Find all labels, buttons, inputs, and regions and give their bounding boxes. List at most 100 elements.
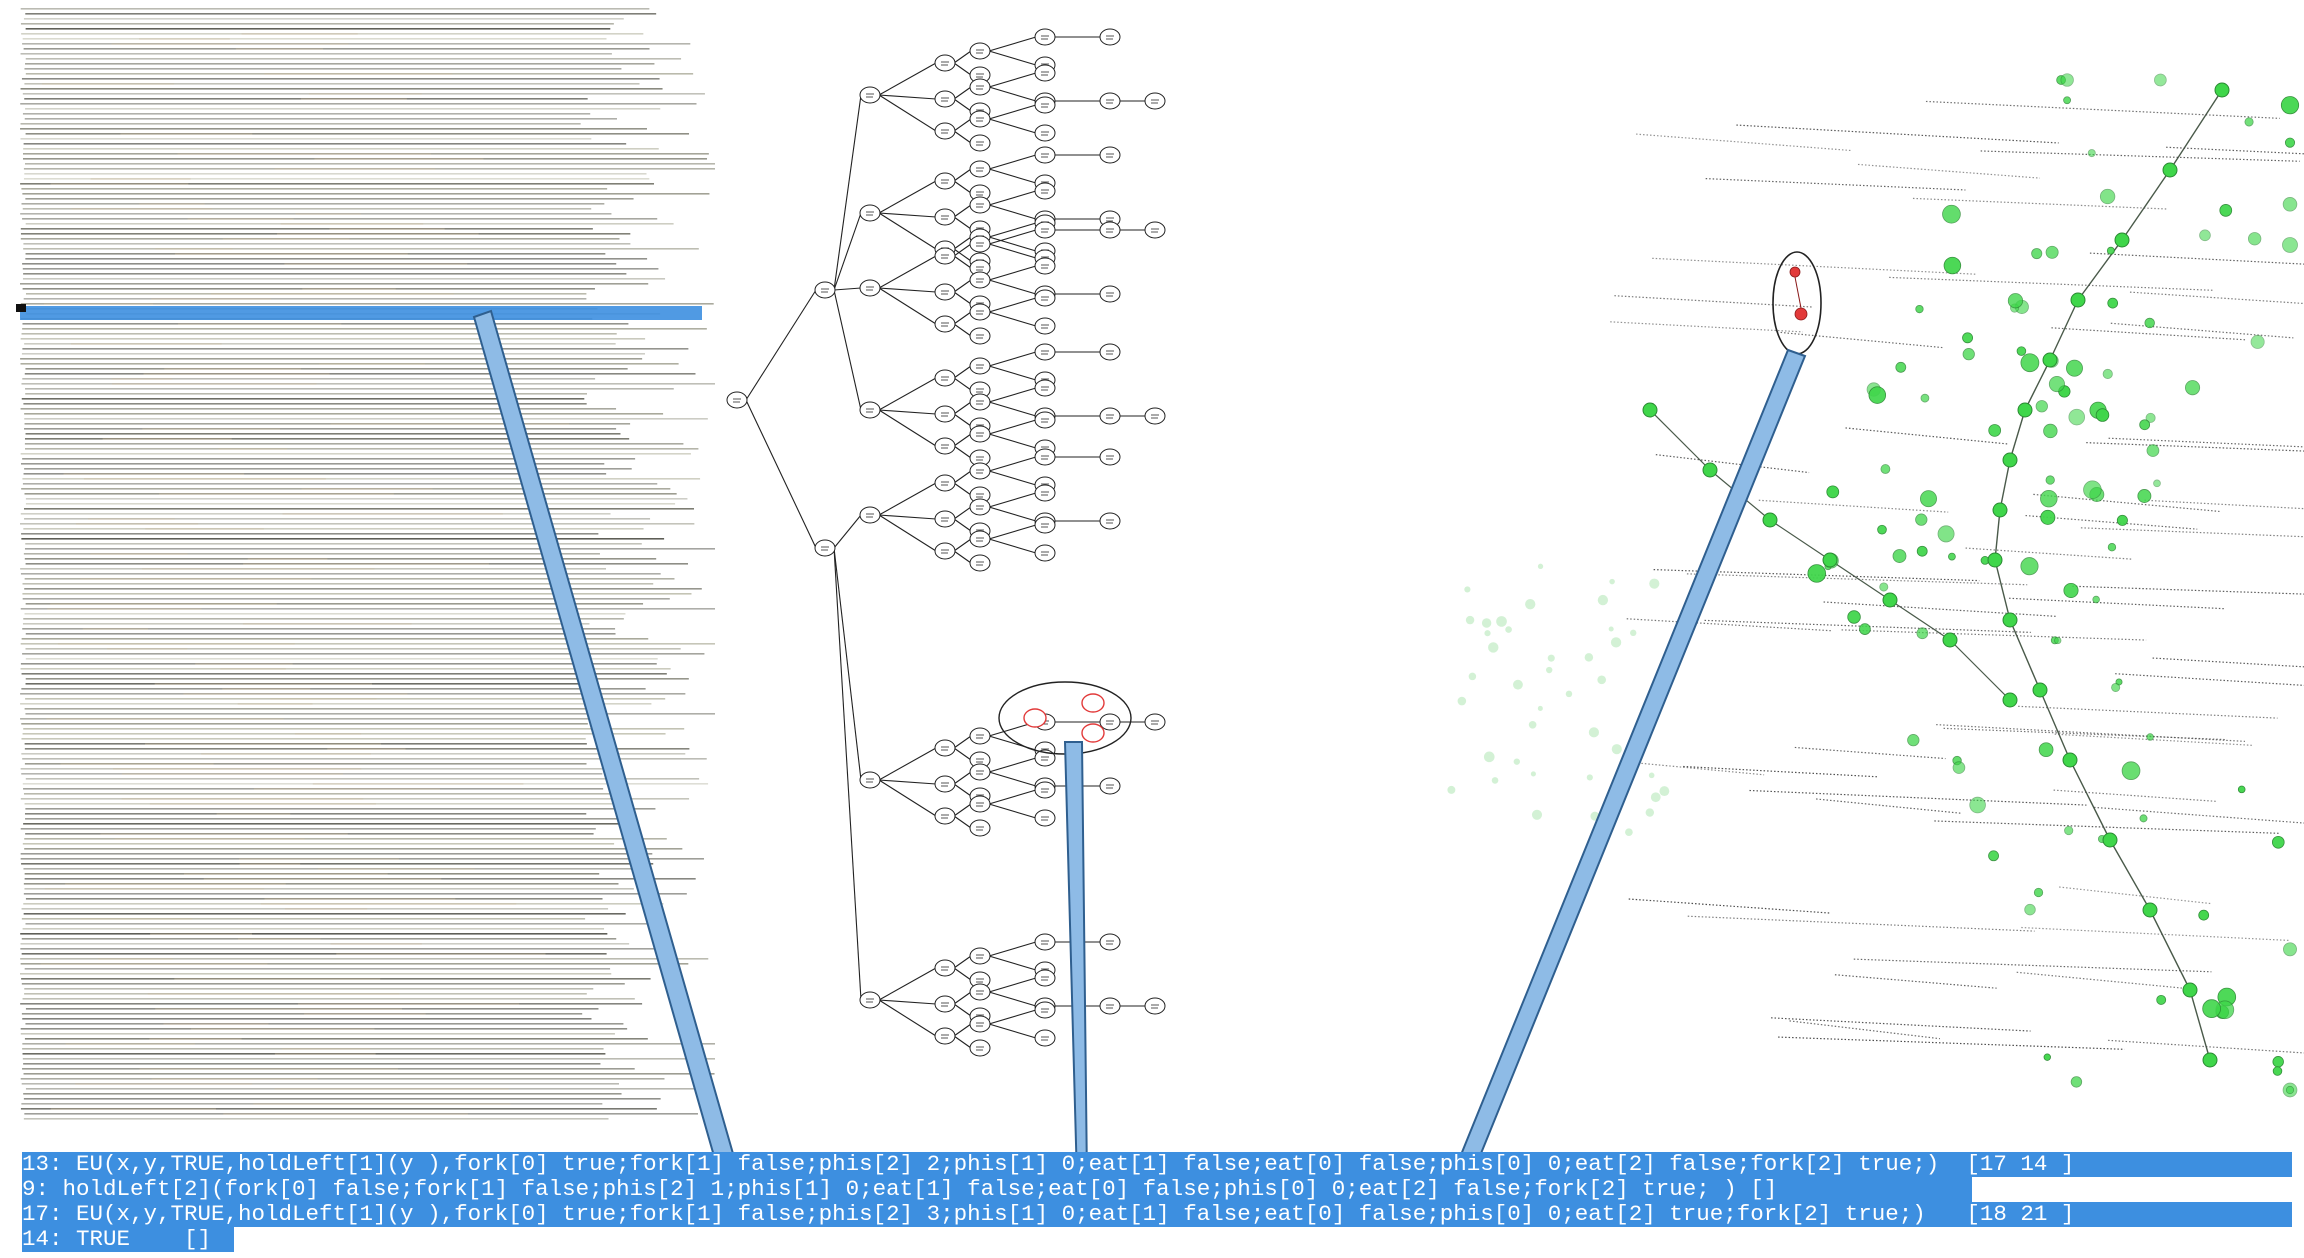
graph-node bbox=[2284, 137, 2296, 148]
tree-edge bbox=[953, 967, 972, 981]
text-line bbox=[22, 348, 689, 350]
selected-row-highlight bbox=[20, 306, 702, 320]
graph-node-faded bbox=[1650, 792, 1661, 803]
node-label bbox=[2072, 585, 2304, 595]
text-line bbox=[203, 878, 442, 880]
node-label bbox=[1980, 150, 2300, 162]
node-label bbox=[1934, 820, 2281, 834]
node-label bbox=[1778, 1036, 2125, 1050]
node-label bbox=[2166, 146, 2304, 155]
text-line bbox=[20, 8, 650, 10]
text-line bbox=[300, 98, 407, 100]
graph-node bbox=[2102, 832, 2118, 848]
tree-edge bbox=[953, 236, 972, 250]
node-label bbox=[1655, 454, 1810, 474]
text-line bbox=[20, 183, 655, 185]
text-line bbox=[139, 1068, 398, 1070]
text-line bbox=[158, 493, 394, 495]
tree-node bbox=[1034, 411, 1056, 429]
text-line bbox=[23, 1063, 601, 1065]
graph-node bbox=[2153, 479, 2161, 488]
tree-edge bbox=[953, 815, 972, 829]
graph-node bbox=[1879, 582, 1889, 592]
text-line bbox=[247, 558, 328, 560]
text-line bbox=[183, 693, 408, 695]
text-line bbox=[174, 978, 381, 980]
text-line bbox=[20, 973, 612, 975]
graph-node bbox=[2282, 237, 2298, 253]
tree-node bbox=[1034, 64, 1056, 82]
node-label bbox=[1794, 746, 1946, 760]
tree-edge bbox=[953, 445, 972, 459]
tree-graph bbox=[726, 28, 1166, 1057]
tree-node bbox=[1034, 28, 1056, 46]
text-line bbox=[20, 668, 671, 670]
tree-node bbox=[1034, 448, 1056, 466]
tree-edge bbox=[988, 204, 1037, 220]
graph-node bbox=[1943, 256, 1962, 275]
graph-node-faded bbox=[1546, 666, 1553, 674]
graph-node-faded bbox=[1513, 679, 1523, 690]
tree-edge bbox=[988, 492, 1037, 508]
text-line bbox=[21, 638, 649, 640]
text-line bbox=[21, 1013, 583, 1015]
text-line bbox=[308, 93, 422, 95]
tree-edge bbox=[953, 279, 972, 293]
node-label bbox=[1687, 915, 2035, 932]
tree-node bbox=[969, 947, 991, 965]
tree-node bbox=[934, 474, 956, 492]
graph-node-faded bbox=[1483, 751, 1495, 763]
text-line bbox=[82, 628, 149, 630]
text-line bbox=[20, 943, 630, 945]
graph-node bbox=[2237, 785, 2246, 794]
text-line bbox=[264, 898, 456, 900]
tree-edge bbox=[988, 351, 1037, 367]
text-line bbox=[50, 183, 189, 185]
graph-node bbox=[2146, 444, 2160, 457]
text-line bbox=[80, 578, 312, 580]
graph-node bbox=[2107, 543, 2117, 552]
tree-node bbox=[1034, 289, 1056, 307]
text-line bbox=[23, 1073, 715, 1075]
text-line bbox=[22, 208, 592, 210]
tree-node bbox=[1034, 317, 1056, 335]
text-line bbox=[25, 198, 634, 200]
graph-node bbox=[2068, 408, 2086, 426]
graph-node bbox=[2070, 1076, 2083, 1088]
graph-node bbox=[1892, 549, 1907, 563]
text-line bbox=[139, 38, 230, 40]
graph-node bbox=[2137, 489, 2152, 503]
text-line bbox=[336, 953, 546, 955]
tree-edge bbox=[988, 311, 1037, 327]
graph-node bbox=[2002, 452, 2018, 468]
graph-node bbox=[1847, 610, 1861, 624]
tree-node bbox=[969, 727, 991, 745]
graph-node bbox=[1915, 304, 1924, 314]
text-line bbox=[302, 288, 396, 290]
text-line bbox=[24, 988, 594, 990]
tree-node bbox=[969, 357, 991, 375]
tree-node bbox=[969, 110, 991, 128]
graph-node-faded bbox=[1513, 758, 1520, 765]
tree-node bbox=[1034, 124, 1056, 142]
graph-node bbox=[1942, 632, 1958, 648]
text-line bbox=[22, 583, 654, 585]
tree-edge bbox=[953, 323, 972, 337]
node-label bbox=[1834, 974, 1997, 989]
tree-node bbox=[969, 327, 991, 345]
node-label bbox=[1823, 601, 2058, 618]
text-line bbox=[23, 508, 695, 510]
graph-node bbox=[2002, 612, 2018, 628]
text-line bbox=[42, 83, 175, 85]
graph-node bbox=[1962, 348, 1975, 361]
graph-edge bbox=[2169, 89, 2223, 171]
text-line bbox=[281, 1048, 370, 1050]
graph-node bbox=[2111, 682, 2121, 693]
text-line bbox=[25, 923, 667, 925]
graph-node bbox=[2043, 1053, 2051, 1061]
tree-edge bbox=[988, 789, 1037, 805]
node-label bbox=[2053, 789, 2218, 803]
text-line bbox=[20, 643, 715, 645]
graph-node bbox=[1642, 402, 1658, 418]
text-line bbox=[60, 763, 214, 765]
